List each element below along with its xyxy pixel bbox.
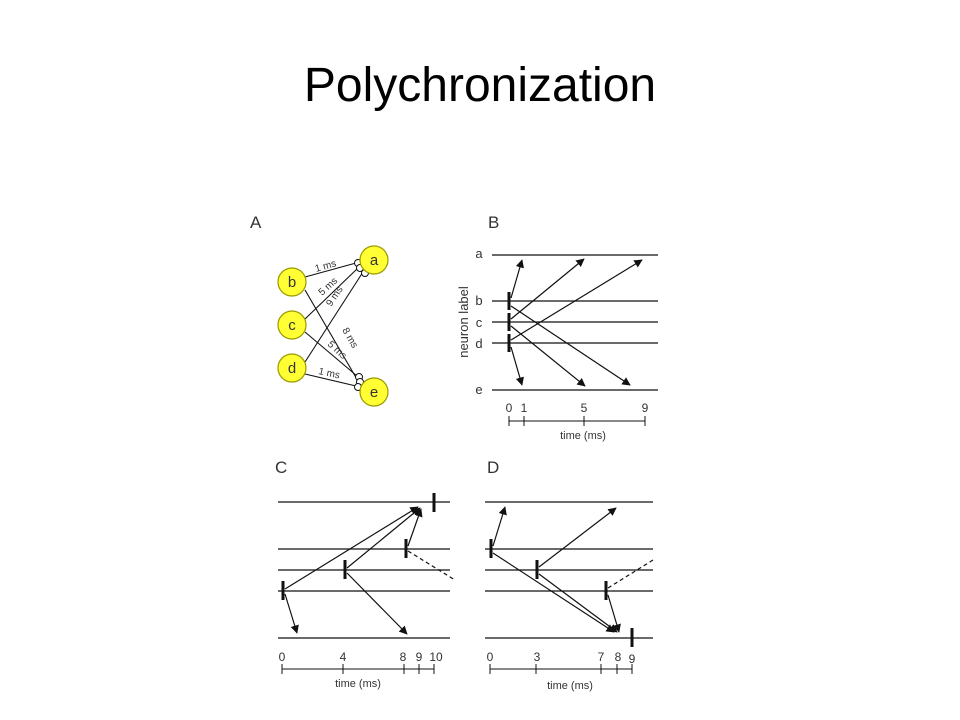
arrow-d-to-a bbox=[510, 259, 643, 341]
connection-d-e bbox=[304, 373, 357, 387]
panel-d-arrow-b-to-e bbox=[492, 552, 615, 633]
row-label-b: b bbox=[475, 293, 482, 308]
connection-d-a bbox=[304, 271, 364, 363]
neuron-a-label: a bbox=[370, 252, 379, 269]
connection-b-e bbox=[304, 289, 359, 382]
panel-b: B neuron label a b c d e bbox=[456, 213, 658, 442]
slide-title: Polychronization bbox=[303, 59, 657, 112]
panel-a-connections bbox=[304, 262, 364, 387]
connection-c-a bbox=[304, 267, 359, 320]
delay-label-b-a: 1 ms bbox=[314, 258, 338, 275]
neuron-b-label: b bbox=[288, 274, 296, 291]
panel-d-tick-label-7: 7 bbox=[598, 650, 605, 664]
panel-c-arrow-c-to-a bbox=[346, 507, 421, 569]
panel-b-tick-label-1: 1 bbox=[521, 401, 528, 415]
panel-d-tick-label-3: 3 bbox=[534, 650, 541, 664]
neuron-c bbox=[277, 310, 307, 340]
panel-b-tick-label-9: 9 bbox=[642, 401, 649, 415]
neuron-e-label: e bbox=[370, 384, 378, 401]
panel-c-tick-label-0: 0 bbox=[279, 650, 286, 664]
panel-d-tick-label-8: 8 bbox=[615, 650, 622, 664]
panel-c-label: C bbox=[275, 458, 287, 477]
arrow-c-to-e bbox=[510, 325, 586, 387]
panel-b-tick-label-0: 0 bbox=[506, 401, 513, 415]
row-label-d: d bbox=[475, 336, 482, 351]
panel-c-arrow-b-to-e-dashed bbox=[407, 550, 456, 581]
panel-c-arrow-d-to-e bbox=[284, 593, 299, 634]
panel-c-arrow-d-to-a bbox=[284, 506, 419, 590]
row-label-a: a bbox=[475, 246, 483, 261]
panel-d-label: D bbox=[487, 458, 499, 477]
arrow-b-to-a bbox=[510, 259, 524, 299]
neuron-b bbox=[277, 267, 307, 297]
panel-c-tick-label-10: 10 bbox=[429, 650, 443, 664]
neuron-e bbox=[359, 377, 389, 407]
delay-label-b-e: 8 ms bbox=[339, 326, 359, 350]
neuron-d-label: d bbox=[288, 360, 296, 377]
panel-c-tick-label-4: 4 bbox=[340, 650, 347, 664]
panel-b-tick-label-5: 5 bbox=[581, 401, 588, 415]
row-label-c: c bbox=[476, 315, 483, 330]
arrow-d-to-e bbox=[510, 346, 524, 386]
delay-label-d-e: 1 ms bbox=[317, 366, 340, 381]
neuron-d bbox=[277, 353, 307, 383]
panel-b-label: B bbox=[488, 213, 499, 232]
row-label-e: e bbox=[475, 382, 482, 397]
panel-a-synapses bbox=[354, 259, 369, 391]
panel-a-label: A bbox=[250, 213, 262, 232]
panel-d-arrow-c-to-e bbox=[538, 573, 618, 633]
panel-d-tick-label-0: 0 bbox=[487, 650, 494, 664]
panel-c-arrow-b-to-a bbox=[407, 508, 423, 547]
arrow-b-to-e bbox=[510, 305, 631, 386]
panel-b-y-axis-label: neuron label bbox=[456, 286, 471, 358]
panel-d-arrow-c-to-a bbox=[538, 507, 617, 568]
neuron-c-label: c bbox=[288, 317, 296, 334]
panel-c-tick-label-8: 8 bbox=[400, 650, 407, 664]
panel-d-arrow-d-to-e bbox=[607, 594, 621, 633]
panel-c-arrow-c-to-e bbox=[346, 572, 408, 635]
panel-d-x-axis-label: time (ms) bbox=[547, 680, 593, 692]
connection-b-a bbox=[304, 262, 357, 278]
arrow-c-to-a bbox=[510, 258, 585, 320]
panel-c: C bbox=[275, 458, 456, 690]
panel-d-arrow-d-to-a-dashed bbox=[607, 559, 654, 589]
connection-c-e bbox=[304, 331, 358, 377]
panel-b-x-axis-label: time (ms) bbox=[560, 430, 606, 442]
panel-a: A 1 ms 5 ms 9 ms 8 ms 5 ms 1 ms bbox=[250, 213, 389, 407]
neuron-a bbox=[359, 245, 389, 275]
panel-d-tick-label-9: 9 bbox=[629, 652, 636, 666]
panel-a-delay-labels: 1 ms 5 ms 9 ms 8 ms 5 ms 1 ms bbox=[314, 258, 360, 381]
panel-d: D bbox=[485, 458, 654, 692]
panel-c-tick-label-9: 9 bbox=[416, 650, 423, 664]
panel-c-x-axis-label: time (ms) bbox=[335, 678, 381, 690]
panel-d-arrow-b-to-a bbox=[492, 506, 507, 547]
